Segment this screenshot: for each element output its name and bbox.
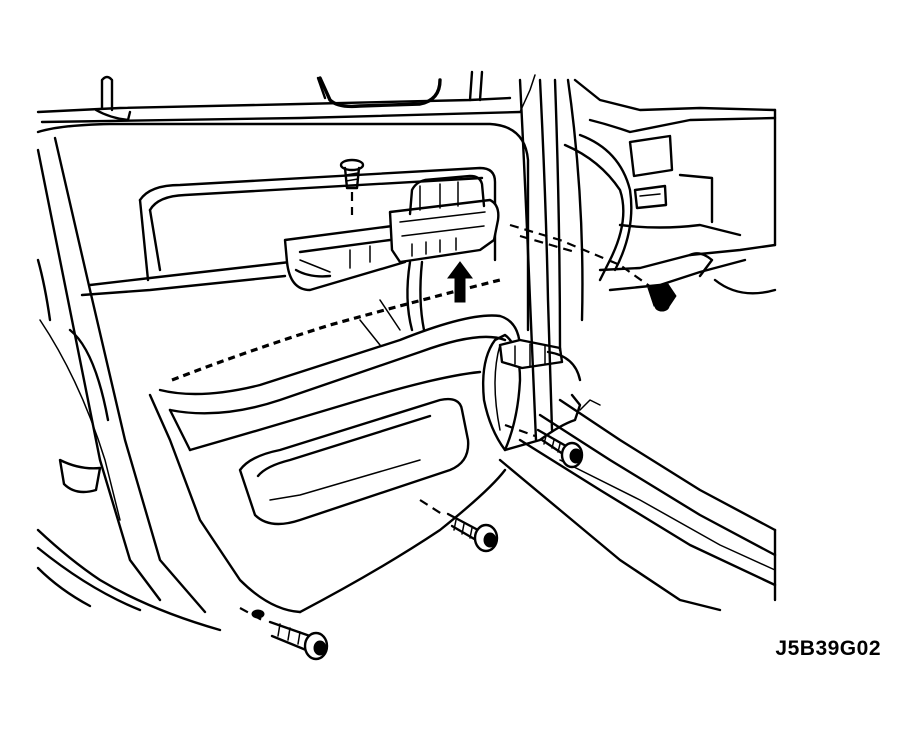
figure-code: J5B39G02: [775, 637, 881, 660]
wiring-harness: [359, 260, 426, 346]
trim-panel-lower: [148, 314, 522, 614]
window-corner: [316, 70, 484, 109]
hinge-screw: [504, 423, 584, 469]
panel-screw-middle: [419, 499, 499, 553]
dashboard: [563, 78, 777, 295]
panel-clip-line: [171, 278, 501, 382]
dash-screw-guide: [509, 223, 656, 291]
door-sill: [518, 398, 777, 602]
panel-screw-bottom: [239, 607, 329, 661]
bezel-screw: [339, 158, 365, 215]
hinge-pillar: [498, 78, 722, 612]
harness-connector: [498, 338, 582, 382]
lock-knob-post: [94, 75, 132, 122]
door-outer-edge: [36, 136, 222, 632]
trim-panel-upper: [80, 166, 497, 297]
dash-fastener: [647, 283, 677, 312]
lift-arrow-icon: [447, 261, 473, 303]
switch-bezel: [283, 174, 500, 292]
